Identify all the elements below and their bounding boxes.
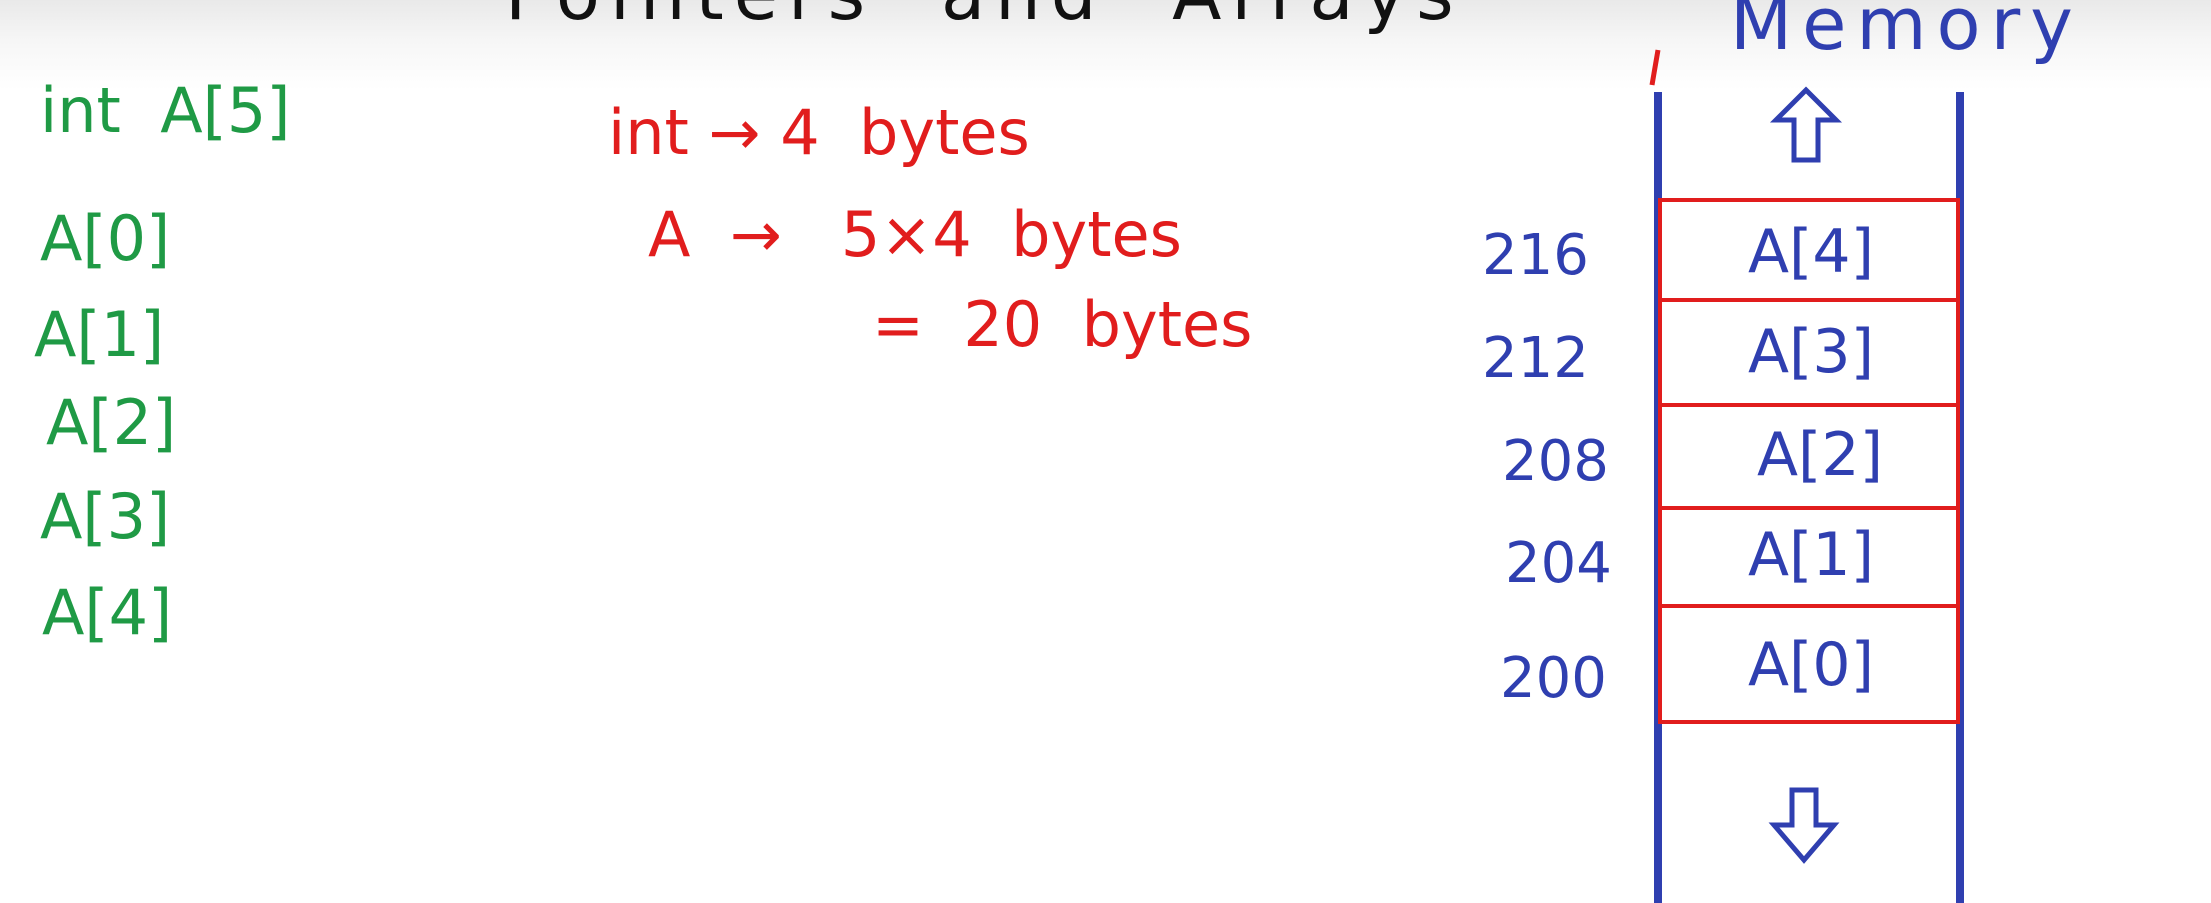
cell-label-a4: A[4] <box>1747 217 1875 287</box>
cell-label-a0: A[0] <box>1747 630 1875 700</box>
address-204: 204 <box>1505 531 1612 596</box>
element-a2: A[2] <box>46 386 177 459</box>
element-a0: A[0] <box>40 202 171 275</box>
array-total-note: = 20 bytes <box>872 288 1253 361</box>
address-216: 216 <box>1482 223 1589 288</box>
array-declaration: int A[5] <box>40 74 291 147</box>
int-size-note: int → 4 bytes <box>608 96 1030 169</box>
memory-cell-a0 <box>1658 604 1960 724</box>
top-shade <box>0 0 2211 90</box>
element-a1: A[1] <box>34 298 165 371</box>
element-a4: A[4] <box>42 576 173 649</box>
element-a3: A[3] <box>40 480 171 553</box>
cell-label-a1: A[1] <box>1747 520 1875 590</box>
red-tick-mark <box>1649 49 1661 86</box>
address-212: 212 <box>1482 326 1589 391</box>
memory-title: Memory <box>1730 0 2083 66</box>
up-arrow-icon <box>1769 86 1843 163</box>
cell-label-a2: A[2] <box>1756 420 1884 490</box>
down-arrow-icon <box>1768 787 1840 864</box>
cell-label-a3: A[3] <box>1747 317 1875 387</box>
array-size-note: A → 5×4 bytes <box>648 198 1182 271</box>
address-208: 208 <box>1502 429 1609 494</box>
address-200: 200 <box>1500 646 1607 711</box>
page-title: Pointers and Arrays <box>505 0 1464 30</box>
